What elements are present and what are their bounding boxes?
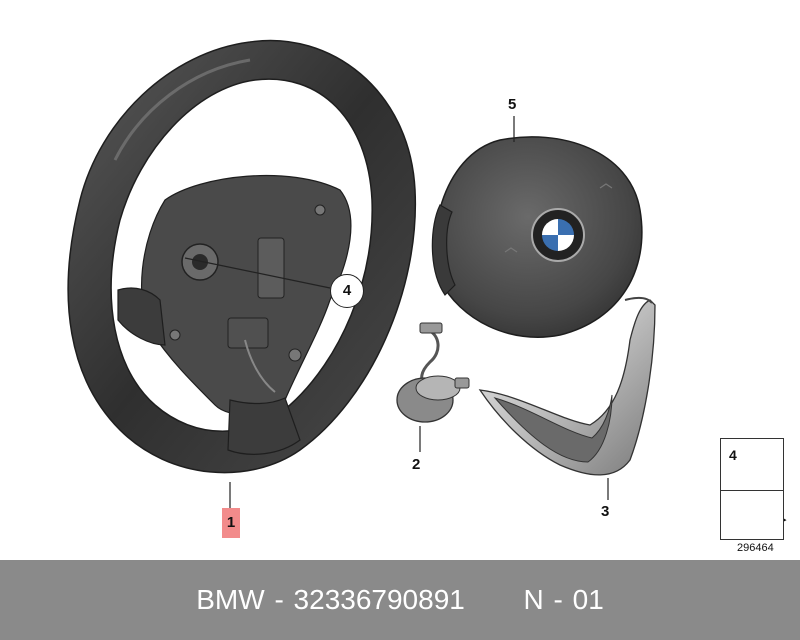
airbag-side-mount — [431, 204, 456, 296]
hub-bolt-2 — [169, 329, 181, 341]
steering-wheel-left-spoke — [117, 287, 166, 346]
parts-diagram — [67, 39, 787, 533]
hub-connector — [227, 317, 269, 349]
bmw-logo-quadrant-2 — [558, 235, 574, 251]
bmw-logo-quadrant-3 — [542, 235, 558, 251]
hub-wire — [244, 339, 276, 393]
clock-spring — [396, 322, 470, 423]
hub-bolt-3 — [314, 204, 326, 216]
legend-box: 4 — [720, 438, 784, 540]
callout-steering-wheel: 1 — [222, 508, 240, 538]
clock-spring-plug — [419, 322, 443, 334]
airbag-module — [431, 136, 643, 338]
bmw-logo-quadrant-1 — [558, 219, 574, 235]
callout-trim-cover: 3 — [601, 503, 610, 520]
callout-clock-spring: 2 — [412, 456, 421, 473]
steering-wheel-bottom-spoke — [227, 397, 301, 455]
trim-cover-body — [478, 299, 656, 476]
trim-cover-edge — [624, 296, 653, 304]
airbag-arrow-mark-left — [504, 247, 518, 253]
airbag-arrow-mark-right — [599, 183, 613, 189]
footer-bar: BMW - 32336790891 N - 01 — [0, 560, 800, 640]
bmw-logo-quadrant-4 — [542, 219, 558, 235]
steering-wheel — [67, 39, 417, 474]
hub-bolt-1 — [288, 348, 302, 362]
legend-divider — [721, 490, 783, 491]
hub-center-inner — [192, 254, 208, 270]
hub-bracket — [257, 237, 285, 299]
trim-cover — [478, 296, 656, 476]
leader-line-4 — [184, 257, 331, 289]
part-number-label: BMW - 32336790891 N - 01 — [196, 584, 604, 615]
clock-spring-top — [415, 375, 461, 401]
clock-spring-tab — [454, 377, 470, 389]
callout-screw: 4 — [330, 274, 364, 308]
legend-item-number: 4 — [729, 447, 737, 463]
diagram-reference-number: 296464 — [737, 542, 774, 554]
callout-airbag-module: 5 — [508, 96, 517, 113]
trim-cover-face — [493, 394, 613, 463]
rim-highlight — [113, 58, 251, 161]
steering-wheel-rim — [67, 39, 417, 474]
